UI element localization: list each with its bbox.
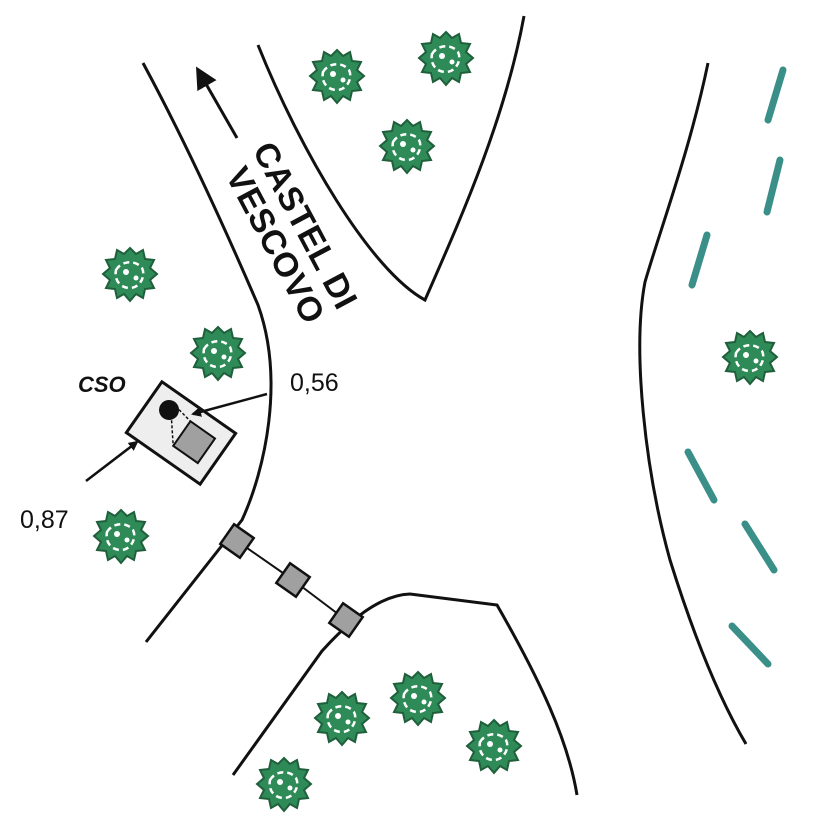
tree-icon (313, 690, 371, 747)
river-bank (638, 62, 748, 745)
manhole-node-icon (274, 561, 312, 599)
river-dash (741, 520, 778, 574)
tree-icon (101, 246, 159, 303)
manhole-node-icon (218, 522, 256, 560)
arrow-icon (85, 440, 139, 482)
cso-inlet-icon (159, 399, 180, 420)
tree-icon (378, 118, 436, 175)
tree-icon (255, 756, 313, 813)
value-lower: 0,87 (20, 506, 69, 534)
cso-chamber (171, 419, 217, 465)
tree-icon (721, 329, 779, 386)
cso-label: CSO (78, 372, 126, 397)
tree-icon (389, 670, 447, 727)
river-channel (684, 66, 787, 668)
cso-structure (124, 379, 238, 487)
tree-icon (417, 30, 475, 87)
river-dash (728, 622, 772, 668)
tree-icon (308, 48, 366, 105)
tree-icon (92, 508, 150, 565)
value-upper: 0,56 (290, 369, 339, 397)
tree-icon (465, 718, 523, 775)
road-west-edge (141, 62, 273, 643)
river-dash (764, 66, 787, 124)
road-north-branch-edge (256, 15, 526, 303)
river-dash (684, 448, 718, 504)
arrow-icon (196, 66, 239, 139)
river-dash (688, 231, 711, 289)
pipe-line (218, 522, 365, 639)
arrow-icon (191, 392, 268, 417)
manhole-node-icon (327, 601, 365, 639)
tree-icon (189, 325, 247, 382)
river-dash (763, 156, 784, 216)
